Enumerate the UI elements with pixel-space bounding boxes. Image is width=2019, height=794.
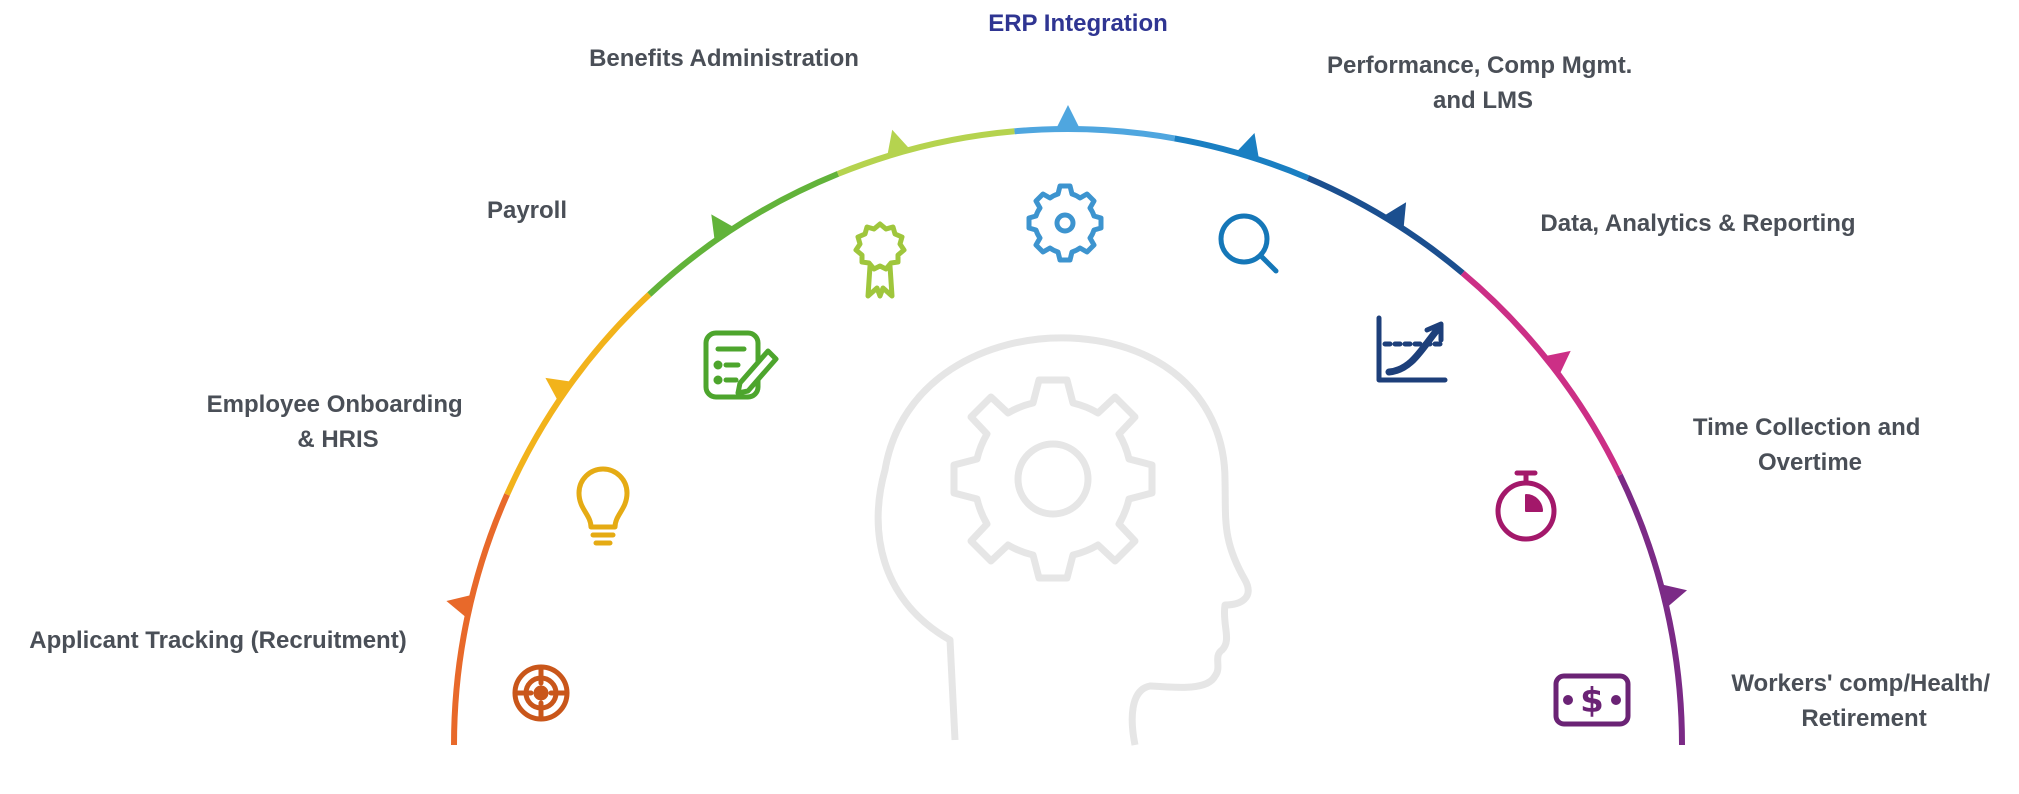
arc-marker-workers: [1660, 584, 1687, 608]
lightbulb-icon: [576, 466, 630, 546]
arc-marker-onboarding: [545, 377, 572, 402]
arc-marker-applicant: [446, 594, 473, 619]
magnifier-icon: [1218, 213, 1279, 274]
arc-segment-analytics: [1306, 175, 1465, 276]
label-benefits-administration: Benefits Administration: [589, 45, 859, 72]
label-workers-comp: Workers' comp/Health/ Retirement: [1731, 670, 1996, 732]
stopwatch-icon: [1495, 470, 1557, 542]
label-erp-integration: ERP Integration: [988, 10, 1168, 37]
form-edit-icon: [703, 330, 779, 400]
label-data-analytics: Data, Analytics & Reporting: [1540, 210, 1855, 237]
arc-marker-analytics: [1383, 202, 1407, 229]
label-employee-onboarding: Employee Onboarding & HRIS: [207, 391, 470, 453]
svg-text:$: $: [1580, 681, 1604, 721]
arc-marker-erp: [1056, 105, 1080, 129]
label-time-collection: Time Collection and Overtime: [1693, 414, 1927, 476]
arc-marker-benefits: [887, 129, 911, 157]
money-bill-icon: $: [1553, 673, 1631, 727]
arc-segment-erp: [1014, 126, 1176, 142]
award-ribbon-icon: [853, 221, 907, 299]
label-payroll: Payroll: [487, 197, 567, 224]
arc-segment-payroll: [647, 171, 840, 297]
gear-icon: [1026, 183, 1104, 263]
arc-segment-applicant: [451, 493, 510, 746]
label-applicant-tracking: Applicant Tracking (Recruitment): [29, 627, 406, 654]
arc-segment-time: [1460, 270, 1623, 477]
arc-segment-workers: [1617, 473, 1685, 746]
target-icon: [512, 664, 570, 722]
arc-marker-performance: [1236, 133, 1259, 160]
arc-marker-time: [1544, 350, 1571, 376]
arc-segment-benefits: [836, 128, 1015, 177]
timeline-arc: [446, 105, 1687, 746]
arc-segment-performance: [1174, 135, 1310, 181]
growth-chart-icon: [1376, 315, 1448, 383]
head-with-gear-icon: [874, 334, 1252, 746]
label-performance: Performance, Comp Mgmt. and LMS: [1327, 52, 1639, 114]
arc-segment-onboarding: [504, 292, 652, 496]
arc-marker-payroll: [711, 214, 735, 241]
